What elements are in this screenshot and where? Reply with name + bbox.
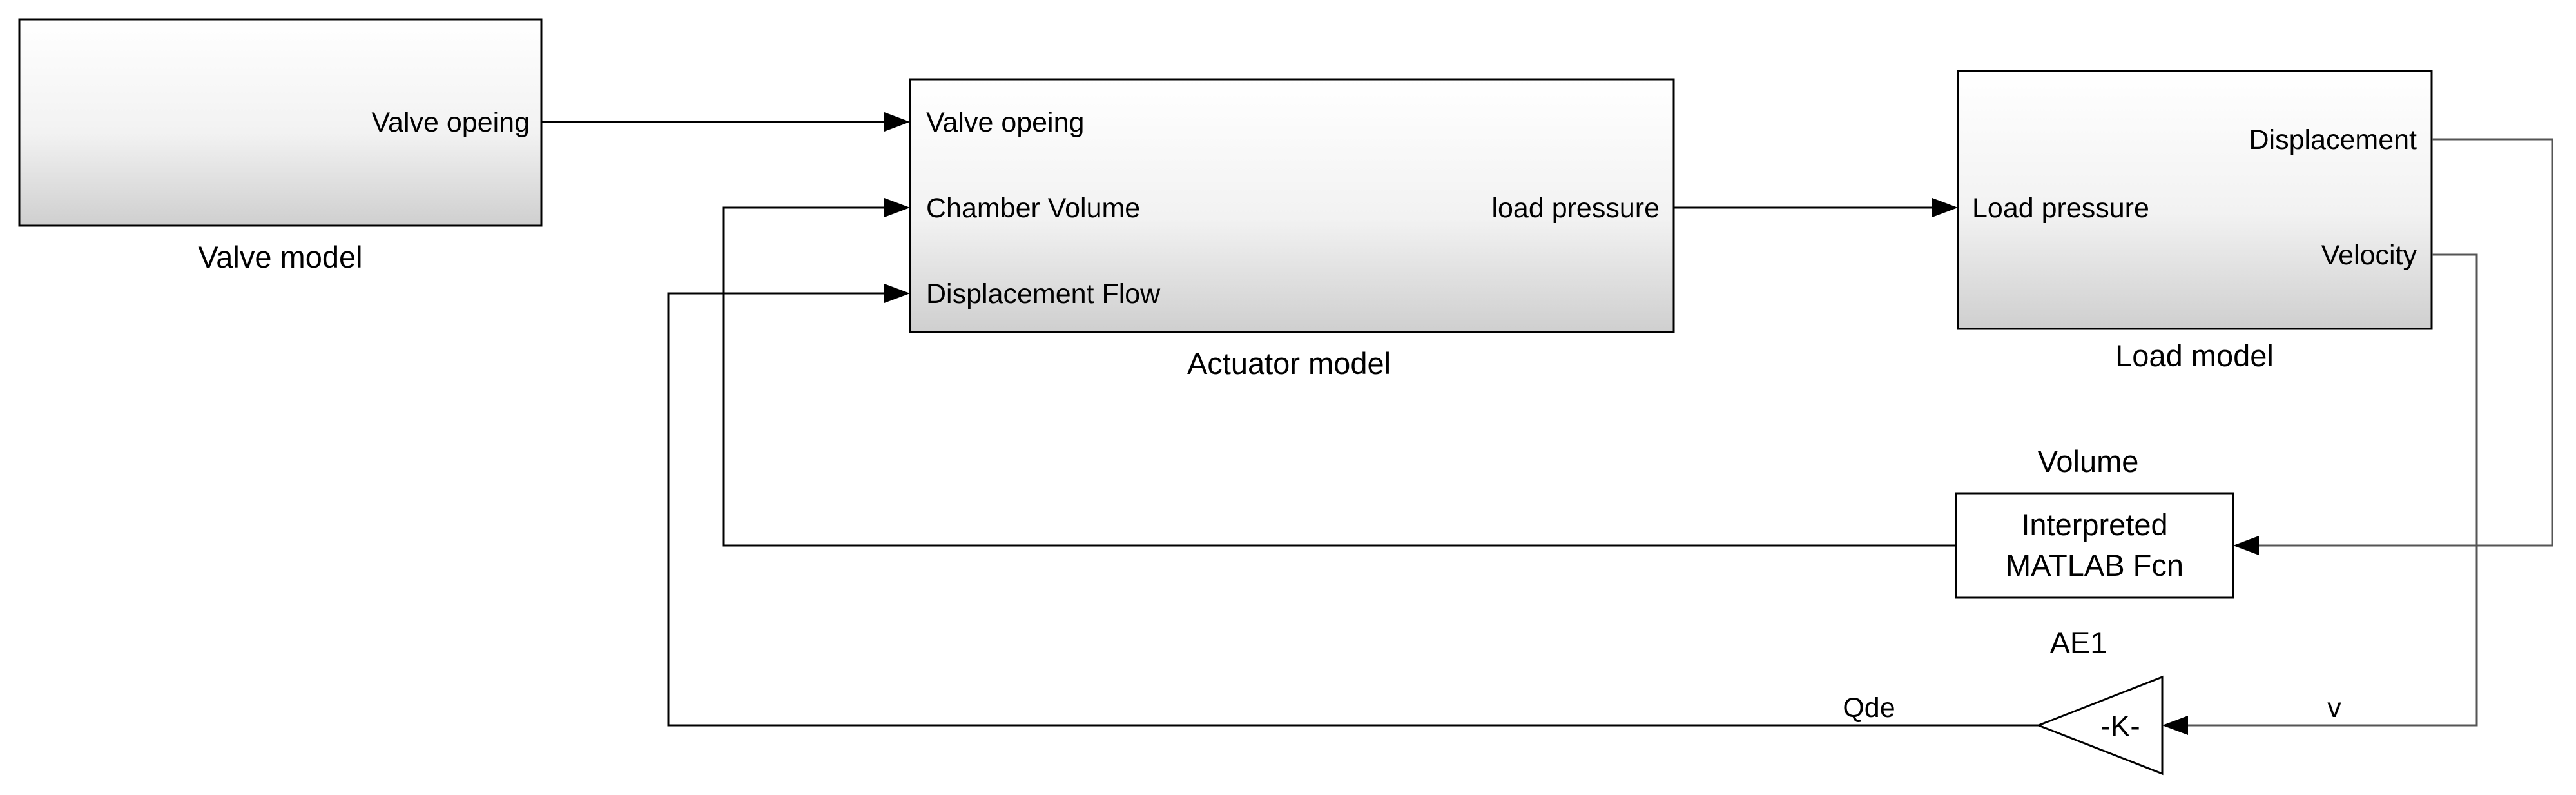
load-model-name: Load model [2115,339,2274,373]
gain-value-text: -K- [2100,709,2140,743]
valve-model-name: Valve model [198,240,362,274]
actuator-input-chamber-volume-label: Chamber Volume [926,193,1140,224]
signal-velocity[interactable] [2162,253,2478,735]
volume-block-name: Volume [2038,444,2139,478]
load-output-velocity-label: Velocity [2321,240,2417,271]
signal-displacement[interactable] [2233,138,2553,555]
signal-load-pressure[interactable] [1674,198,1958,217]
valve-output-port-label: Valve opeing [372,107,530,138]
actuator-output-load-pressure-label: load pressure [1491,193,1660,224]
gain-block[interactable]: -K- [2035,675,2164,776]
fcn-text-line2: MATLAB Fcn [2006,548,2184,582]
load-output-displacement-label: Displacement [2249,124,2417,155]
interpreted-matlab-fcn-block[interactable]: Interpreted MATLAB Fcn [1955,492,2234,599]
signal-label-qde: Qde [1843,692,1895,723]
signal-chamber-volume[interactable] [722,198,1956,547]
actuator-input-valve-opening-label: Valve opeing [926,107,1084,138]
gain-block-name: AE1 [2050,625,2107,660]
actuator-model-name: Actuator model [1187,346,1391,380]
signal-label-v: v [2327,692,2341,723]
signal-valve-opening[interactable] [541,112,910,132]
fcn-text-line1: Interpreted [2021,507,2167,542]
actuator-model-block[interactable]: Valve opeing Chamber Volume Displacement… [909,78,1675,333]
valve-model-block[interactable]: Valve opeing [18,18,543,227]
load-model-block[interactable]: Load pressure Displacement Velocity [1957,70,2433,330]
signal-qde[interactable] [667,284,2039,727]
actuator-input-displacement-flow-label: Displacement Flow [926,279,1161,309]
load-input-load-pressure-label: Load pressure [1972,193,2149,224]
